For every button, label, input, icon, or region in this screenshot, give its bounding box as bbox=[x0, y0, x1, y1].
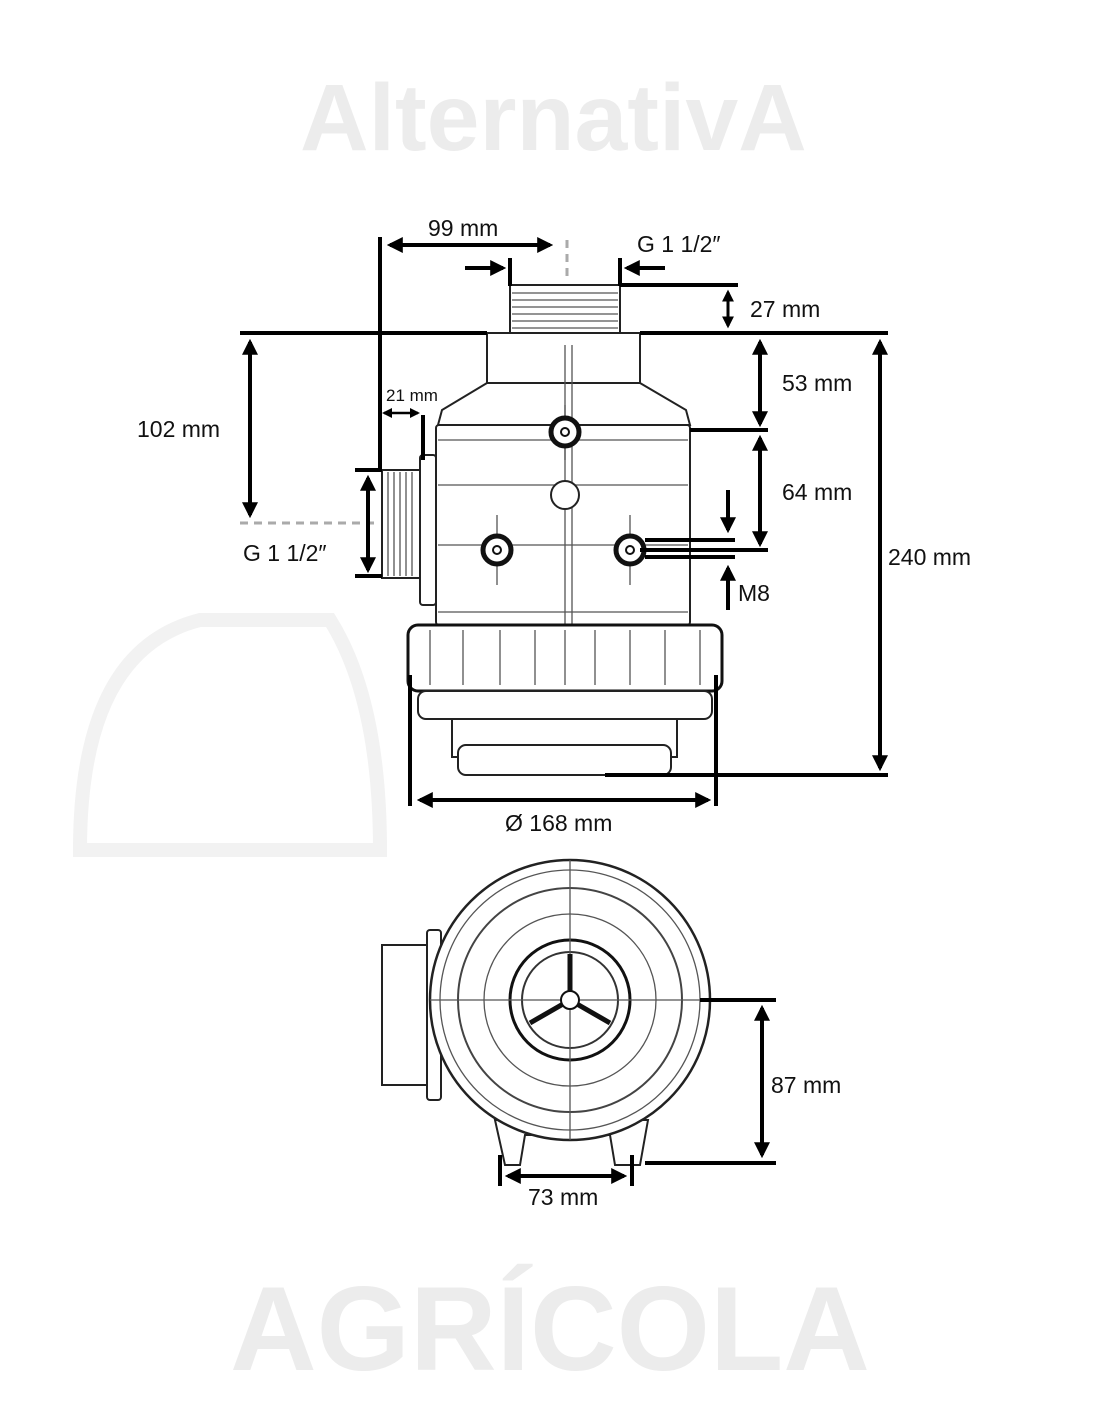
bottom-view bbox=[381, 858, 712, 1166]
top-thread-length-label: 27 mm bbox=[750, 296, 820, 322]
top-offset-label: 99 mm bbox=[428, 215, 498, 241]
base-depth-label: 87 mm bbox=[771, 1072, 841, 1098]
watermark: AlternativA AGRÍCOLA bbox=[72, 65, 870, 1396]
bottom-dimensions: 87 mm 73 mm bbox=[498, 998, 841, 1210]
total-height-label: 240 mm bbox=[888, 544, 971, 570]
base-width-label: 73 mm bbox=[528, 1184, 598, 1210]
watermark-line1: AlternativA bbox=[300, 65, 807, 171]
watermark-line2: AGRÍCOLA bbox=[230, 1262, 870, 1396]
bolt-spacing-label: 64 mm bbox=[782, 479, 852, 505]
bolt-icon bbox=[480, 415, 647, 567]
bolt-size-label: M8 bbox=[738, 580, 770, 606]
side-port-height-label: 102 mm bbox=[137, 416, 220, 442]
neck-height-label: 53 mm bbox=[782, 370, 852, 396]
side-thread-label: G 1 1/2″ bbox=[243, 540, 327, 566]
front-view bbox=[381, 284, 724, 776]
front-dimensions: 99 mm G 1 1/2″ 27 mm 53 mm 64 mm M8 240 … bbox=[137, 215, 971, 836]
top-thread-label: G 1 1/2″ bbox=[637, 231, 721, 257]
diameter-label: Ø 168 mm bbox=[505, 810, 612, 836]
side-port-length-label: 21 mm bbox=[386, 386, 438, 405]
watermark-tractor-icon bbox=[72, 613, 388, 857]
